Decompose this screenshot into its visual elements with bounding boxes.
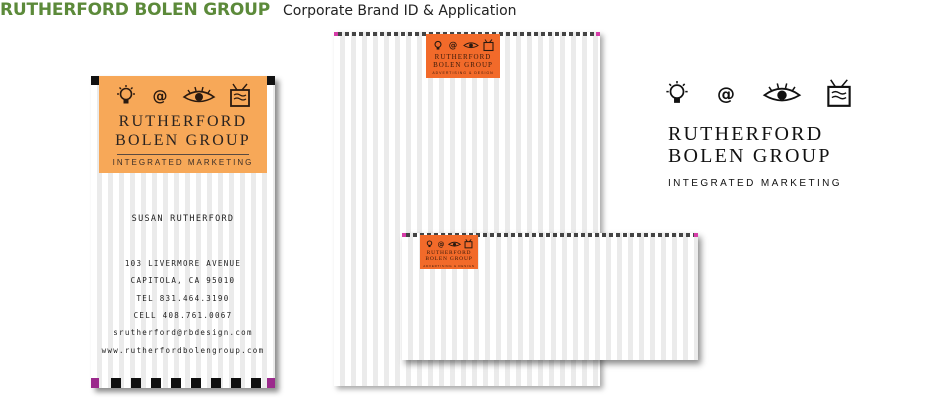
lightbulb-icon bbox=[426, 239, 433, 247]
envelope: @ RUTHERFORD BOLEN GROUP ADVERTISING & D… bbox=[402, 233, 698, 360]
card-icon-row: @ bbox=[115, 83, 251, 109]
card-cell: CELL 408.761.0067 bbox=[133, 311, 233, 320]
envelope-corner-right bbox=[694, 233, 698, 237]
card-corner-bottom-left bbox=[91, 378, 99, 388]
logo-brand-line2: BOLEN GROUP bbox=[668, 145, 832, 167]
card-address-line2: CAPITOLA, CA 95010 bbox=[130, 276, 236, 285]
at-sign-icon: @ bbox=[438, 240, 445, 248]
envelope-top-border bbox=[406, 233, 694, 237]
logo-brand-line1: RUTHERFORD bbox=[668, 123, 824, 145]
card-corner-top-right bbox=[267, 76, 275, 85]
letterhead-logo: @ RUTHERFORD BOLEN GROUP ADVERTISING & D… bbox=[426, 34, 500, 78]
card-corner-bottom-right bbox=[267, 378, 275, 388]
television-icon bbox=[827, 79, 851, 107]
svg-text:@: @ bbox=[152, 87, 167, 105]
at-sign-icon: @ bbox=[152, 87, 167, 105]
svg-text:@: @ bbox=[449, 41, 458, 50]
card-email: srutherford@rbdesign.com bbox=[113, 328, 253, 337]
at-sign-icon: @ bbox=[717, 84, 735, 105]
brand-logo-lockup: @ RUTHERFORD BOLEN GROUP INTEGRATED MARK… bbox=[660, 72, 860, 192]
card-brand-line1: RUTHERFORD bbox=[118, 113, 248, 130]
card-bottom-pattern bbox=[91, 378, 275, 388]
envelope-corner-left bbox=[402, 233, 406, 237]
eye-icon bbox=[448, 241, 461, 247]
logo-tagline: INTEGRATED MARKETING bbox=[668, 178, 842, 189]
letterhead-icon-row: @ bbox=[432, 38, 494, 52]
logo-icon-row: @ bbox=[664, 74, 852, 114]
svg-text:@: @ bbox=[438, 240, 445, 248]
card-check bbox=[191, 378, 201, 388]
card-name: SUSAN RUTHERFORD bbox=[131, 214, 235, 224]
card-address-line1: 103 LIVERMORE AVENUE bbox=[124, 259, 242, 268]
card-check bbox=[151, 378, 161, 388]
envelope-brand-line1: RUTHERFORD bbox=[426, 250, 472, 256]
lightbulb-icon bbox=[666, 81, 688, 103]
card-check bbox=[171, 378, 181, 388]
page-title: RUTHERFORD BOLEN GROUP bbox=[0, 0, 270, 20]
envelope-logo: @ RUTHERFORD BOLEN GROUP ADVERTISING & D… bbox=[420, 235, 478, 269]
page-subtitle: Corporate Brand ID & Application bbox=[283, 3, 517, 19]
eye-icon bbox=[462, 42, 479, 49]
card-check bbox=[231, 378, 241, 388]
letterhead-corner-right bbox=[596, 32, 600, 36]
card-website: www.rutherfordbolengroup.com bbox=[101, 346, 265, 355]
letterhead-corner-left bbox=[334, 32, 338, 36]
business-card: @ RUTHERFORD BOLEN GROUP INTEGRATED MARK… bbox=[91, 76, 275, 388]
card-check bbox=[131, 378, 141, 388]
envelope-icon-row: @ bbox=[425, 238, 473, 249]
at-sign-icon: @ bbox=[449, 41, 458, 50]
eye-icon bbox=[762, 83, 802, 102]
card-check bbox=[111, 378, 121, 388]
card-tagline: INTEGRATED MARKETING bbox=[112, 158, 254, 167]
card-check bbox=[211, 378, 221, 388]
card-check bbox=[251, 378, 261, 388]
television-icon bbox=[483, 38, 494, 51]
television-icon bbox=[230, 83, 250, 107]
card-phone: TEL 831.464.3190 bbox=[136, 294, 230, 303]
card-brand-line2: BOLEN GROUP bbox=[115, 132, 251, 149]
card-logo-panel: @ RUTHERFORD BOLEN GROUP INTEGRATED MARK… bbox=[99, 76, 267, 173]
lightbulb-icon bbox=[117, 85, 135, 104]
television-icon bbox=[464, 238, 473, 248]
letterhead-tagline: ADVERTISING & DESIGN bbox=[432, 71, 494, 75]
letterhead-brand-line1: RUTHERFORD bbox=[434, 53, 492, 61]
envelope-tagline: ADVERTISING & DESIGN bbox=[423, 264, 475, 268]
letterhead-brand-line2: BOLEN GROUP bbox=[433, 61, 493, 69]
envelope-brand-line2: BOLEN GROUP bbox=[425, 256, 473, 262]
svg-text:@: @ bbox=[717, 84, 735, 105]
card-divider bbox=[117, 154, 249, 155]
card-corner-top-left bbox=[91, 76, 99, 85]
eye-icon bbox=[182, 86, 216, 103]
lightbulb-icon bbox=[434, 40, 442, 50]
